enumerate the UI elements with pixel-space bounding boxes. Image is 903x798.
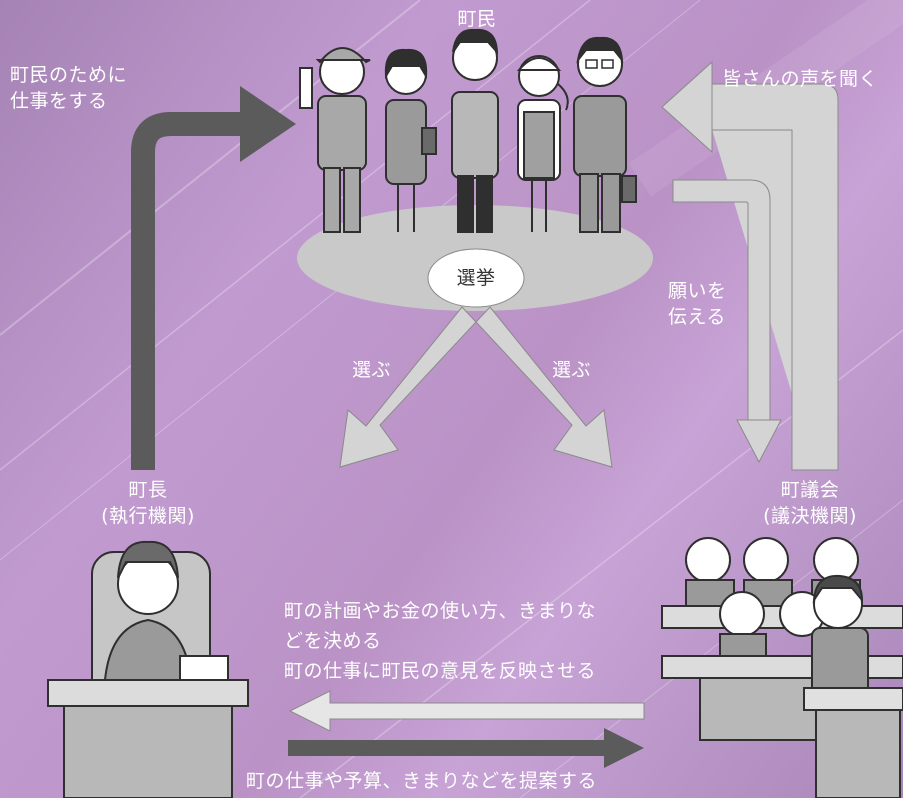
citizen-worker [299, 47, 371, 233]
arrow-mayor-to-citizens [131, 112, 248, 470]
citizens-label: 町民 [457, 8, 497, 30]
work-for-citizens-line-2: 仕事をする [10, 90, 108, 112]
council-decides-line-3: 町の仕事に町民の意見を反映させる [284, 660, 597, 682]
work-for-citizens-label: 町民のために 仕事をする [10, 62, 127, 114]
listen-voices-label: 皆さんの声を聞く [722, 68, 879, 90]
council-decides-line-1: 町の計画やお金の使い方、きまりな [284, 600, 597, 622]
mayor-label: 町長 (執行機関) [78, 477, 218, 529]
arrow-mayor-to-citizens-head [240, 86, 296, 162]
mayor-subtitle: (執行機関) [101, 505, 195, 527]
council-decides-line-2: どを決める [284, 630, 382, 652]
arrow-elect-right [475, 306, 613, 468]
arrow-council-to-citizens-body [704, 83, 839, 471]
convey-wishes-line-2: 伝える [668, 306, 726, 328]
convey-wishes-line-1: 願いを [668, 280, 727, 302]
election-label: 選挙 [456, 267, 496, 289]
council-decides-text: 町の計画やお金の使い方、きまりな どを決める 町の仕事に町民の意見を反映させる [284, 596, 596, 686]
citizen-young-man [451, 28, 499, 233]
council-title: 町議会 [780, 479, 840, 501]
arrow-council-to-mayor [288, 690, 645, 732]
arrow-elect-left [339, 306, 477, 468]
council-subtitle: (議決機関) [763, 505, 857, 527]
work-for-citizens-line-1: 町民のために [10, 64, 128, 86]
elect-right-label: 選ぶ [552, 359, 592, 381]
mayor-title: 町長 [128, 479, 168, 501]
convey-wishes-label: 願いを 伝える [668, 278, 727, 330]
citizen-suit-man [573, 36, 637, 233]
mayor-figure [47, 540, 249, 798]
citizen-apron-woman [516, 55, 569, 232]
elect-left-label: 選ぶ [352, 359, 392, 381]
arrow-mayor-to-council [288, 728, 644, 768]
election-badge [427, 248, 525, 308]
arrow-citizens-to-council-head [736, 419, 782, 464]
citizen-figures [299, 28, 637, 233]
citizen-office-woman [384, 48, 437, 232]
mayor-proposes-text: 町の仕事や予算、きまりなどを提案する [246, 770, 598, 792]
arrow-council-to-citizens-head [661, 60, 713, 154]
council-figures [661, 537, 903, 798]
council-label: 町議会 (議決機関) [740, 477, 880, 529]
